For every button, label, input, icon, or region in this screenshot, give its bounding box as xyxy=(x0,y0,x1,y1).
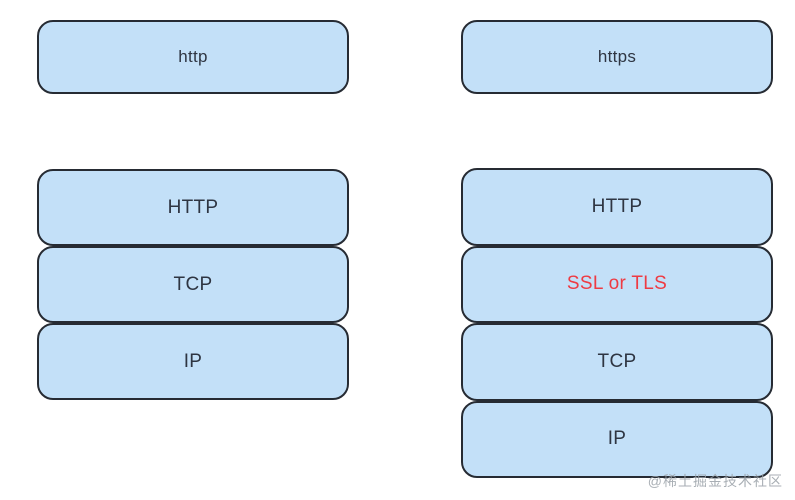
layer-label-tcp: TCP xyxy=(597,350,637,372)
layer-box-ssl-tls: SSL or TLS xyxy=(461,245,773,323)
http-protocol-stack: HTTP TCP IP xyxy=(37,169,349,400)
layer-label-http: HTTP xyxy=(591,195,643,217)
https-scheme-box: https xyxy=(461,20,773,94)
http-scheme-box: http xyxy=(37,20,349,94)
layer-label-ip: IP xyxy=(607,428,627,450)
layer-label-tcp: TCP xyxy=(173,273,213,295)
https-scheme-label: https xyxy=(597,47,637,66)
layer-box-ip: IP xyxy=(37,323,349,400)
layer-box-tcp: TCP xyxy=(461,323,773,401)
layer-label-ip: IP xyxy=(183,350,203,372)
http-column: http HTTP TCP IP xyxy=(37,0,349,500)
layer-box-ip: IP xyxy=(461,400,773,478)
https-column: https HTTP SSL or TLS TCP IP xyxy=(461,0,773,500)
layer-box-http: HTTP xyxy=(37,169,349,246)
layer-box-tcp: TCP xyxy=(37,246,349,323)
layer-label-http: HTTP xyxy=(167,196,219,218)
http-scheme-label: http xyxy=(178,47,208,66)
layer-box-http: HTTP xyxy=(461,168,773,246)
https-protocol-stack: HTTP SSL or TLS TCP IP xyxy=(461,168,773,478)
layer-label-ssl-tls: SSL or TLS xyxy=(566,273,668,295)
